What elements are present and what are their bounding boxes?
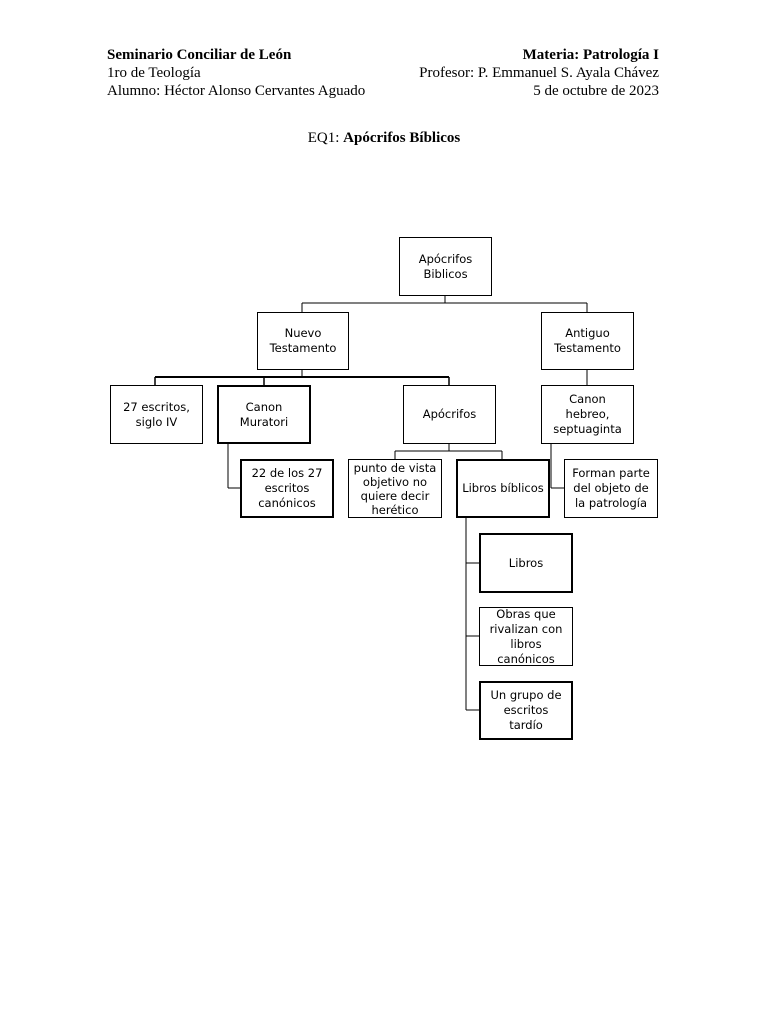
node-libros: Libros (479, 533, 573, 593)
node-libros-biblicos: Libros bíblicos (456, 459, 550, 518)
node-22-canonicos: 22 de los 27 escritos canónicos (240, 459, 334, 518)
node-obras: Obras que rivalizan con libros canónicos (479, 607, 573, 666)
title-main: Apócrifos Bíblicos (343, 130, 461, 146)
node-nuevo-testamento: Nuevo Testamento (257, 312, 349, 370)
node-punto-de-vista: punto de vista objetivo no quiere decir … (348, 459, 442, 518)
title-prefix: EQ1: (307, 130, 344, 146)
node-canon-hebreo: Canon hebreo, septuaginta (541, 385, 634, 444)
subject: Materia: Patrología I (522, 47, 659, 63)
course-year: 1ro de Teología (107, 65, 201, 81)
date: 5 de octubre de 2023 (533, 83, 659, 99)
student-name: Alumno: Héctor Alonso Cervantes Aguado (107, 83, 366, 99)
professor: Profesor: P. Emmanuel S. Ayala Chávez (419, 65, 659, 81)
node-apocrifos-biblicos: Apócrifos Biblicos (399, 237, 492, 296)
page-title: EQ1: Apócrifos Bíblicos (0, 130, 768, 147)
node-apocrifos: Apócrifos (403, 385, 496, 444)
node-27-escritos: 27 escritos, siglo IV (110, 385, 203, 444)
node-grupo-escritos: Un grupo de escritos tardío (479, 681, 573, 740)
node-forman-parte: Forman parte del objeto de la patrología (564, 459, 658, 518)
node-canon-muratori: Canon Muratori (217, 385, 311, 444)
node-antiguo-testamento: Antiguo Testamento (541, 312, 634, 370)
school-name: Seminario Conciliar de León (107, 47, 292, 63)
